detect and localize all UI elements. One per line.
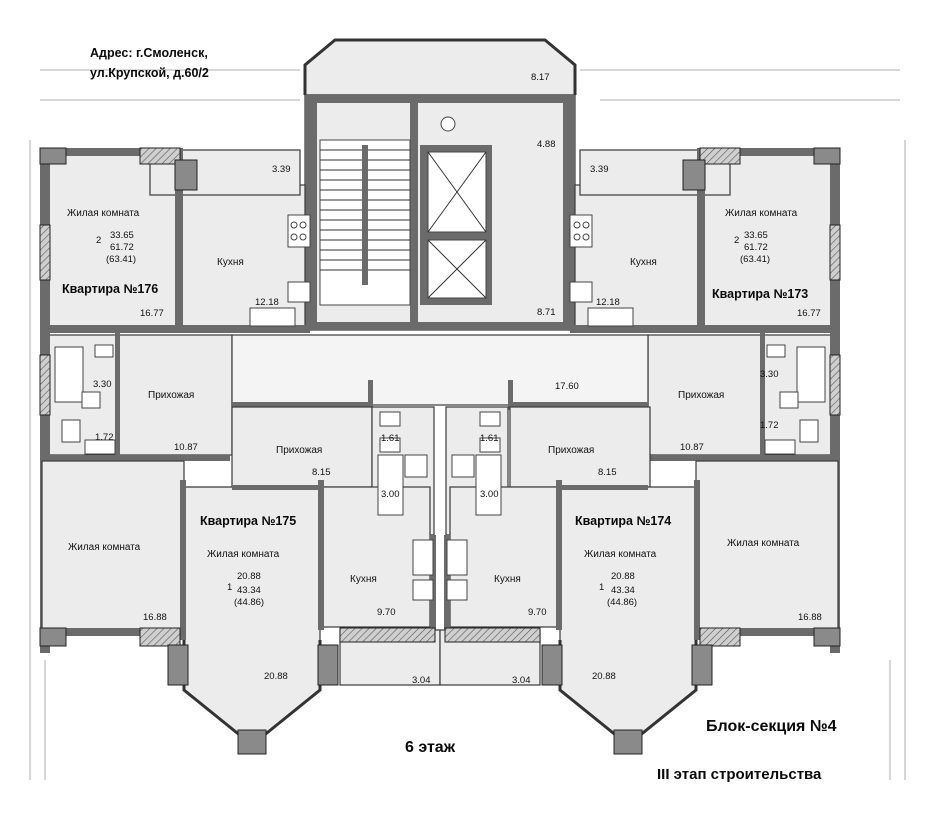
a176-living2-area: 16.88 bbox=[143, 612, 167, 623]
a174-wc-area: 1.61 bbox=[480, 433, 499, 444]
a174-kitchen-area: 9.70 bbox=[528, 607, 547, 618]
a175-room-area: 20.88 bbox=[264, 671, 288, 682]
a176-hall-area: 10.87 bbox=[174, 442, 198, 453]
a174-hall-area: 8.15 bbox=[598, 467, 617, 478]
a175-living-label: Жилая комната bbox=[207, 549, 280, 560]
a175-living-count: 1 bbox=[227, 582, 232, 593]
lobby-area: 8.71 bbox=[537, 307, 556, 318]
a175-loggia-area: 3.04 bbox=[412, 675, 431, 686]
a174-living-label: Жилая комната bbox=[584, 549, 657, 560]
a173-living-label: Жилая комната bbox=[725, 208, 798, 219]
lift-hall-area: 4.88 bbox=[537, 139, 556, 150]
a173-room-area: 16.77 bbox=[797, 308, 821, 319]
a176-living-area: 33.65 bbox=[110, 230, 134, 241]
a174-bath-area: 3.00 bbox=[480, 489, 499, 500]
a173-bath-area: 3.30 bbox=[760, 369, 779, 380]
stage-label: III этап строительства bbox=[657, 766, 822, 783]
a176-living-count: 2 bbox=[96, 235, 101, 246]
a176-kitchen-area: 12.18 bbox=[255, 297, 279, 308]
a174-total-area: 43.34 bbox=[611, 585, 635, 596]
a173-total-area-alt: (63.41) bbox=[740, 254, 770, 265]
a173-kitchen-label: Кухня bbox=[630, 257, 657, 268]
a175-total-area: 43.34 bbox=[237, 585, 261, 596]
stair-balcony-area: 8.17 bbox=[531, 72, 550, 83]
apartment-176 bbox=[39, 147, 311, 653]
apartment-175 bbox=[39, 406, 441, 755]
a174-hall-label: Прихожая bbox=[548, 445, 594, 456]
address-line-2: ул.Крупской, д.60/2 bbox=[90, 66, 209, 80]
a176-loggia-area: 3.39 bbox=[272, 164, 291, 175]
a175-wc-area: 1.61 bbox=[381, 433, 400, 444]
a175-living-area: 20.88 bbox=[237, 571, 261, 582]
a175-kitchen-area: 9.70 bbox=[377, 607, 396, 618]
a173-total-area: 61.72 bbox=[744, 242, 768, 253]
a175-hall-label: Прихожая bbox=[276, 445, 322, 456]
a173-hall-area: 10.87 bbox=[680, 442, 704, 453]
a174-living-count: 1 bbox=[599, 582, 604, 593]
corridor bbox=[231, 334, 649, 410]
block-label: Блок-секция №4 bbox=[706, 718, 837, 735]
apartment-174 bbox=[439, 406, 841, 755]
a176-living-label: Жилая комната bbox=[67, 208, 140, 219]
a173-living2-label: Жилая комната bbox=[727, 538, 800, 549]
a173-wc-area: 1.72 bbox=[760, 420, 779, 431]
a175-title: Квартира №175 bbox=[200, 514, 296, 528]
a174-kitchen-label: Кухня bbox=[494, 574, 521, 585]
a174-room-area: 20.88 bbox=[592, 671, 616, 682]
a176-hall-label: Прихожая bbox=[148, 390, 194, 401]
a174-title: Квартира №174 bbox=[575, 514, 671, 528]
a174-loggia-area: 3.04 bbox=[512, 675, 531, 686]
a175-total-area-alt: (44.86) bbox=[234, 597, 264, 608]
a173-hall-label: Прихожая bbox=[678, 390, 724, 401]
a176-living2-label: Жилая комната bbox=[68, 542, 141, 553]
a174-total-area-alt: (44.86) bbox=[607, 597, 637, 608]
a176-total-area: 61.72 bbox=[110, 242, 134, 253]
corridor-area: 17.60 bbox=[555, 381, 579, 392]
a176-kitchen-label: Кухня bbox=[217, 257, 244, 268]
stair-core bbox=[304, 94, 576, 331]
a175-hall-area: 8.15 bbox=[312, 467, 331, 478]
a173-loggia-area: 3.39 bbox=[590, 164, 609, 175]
apartment-173 bbox=[569, 147, 841, 653]
a174-living-area: 20.88 bbox=[611, 571, 635, 582]
a176-title: Квартира №176 bbox=[62, 282, 158, 296]
a173-living2-area: 16.88 bbox=[798, 612, 822, 623]
a176-total-area-alt: (63.41) bbox=[106, 254, 136, 265]
a173-kitchen-area: 12.18 bbox=[596, 297, 620, 308]
background-dimension-lines bbox=[29, 69, 906, 780]
a173-title: Квартира №173 bbox=[712, 287, 808, 301]
a175-kitchen-label: Кухня bbox=[350, 574, 377, 585]
address-line-1: Адрес: г.Смоленск, bbox=[90, 46, 208, 60]
a176-room-area: 16.77 bbox=[140, 308, 164, 319]
a173-living-count: 2 bbox=[734, 235, 739, 246]
stair-balcony bbox=[303, 38, 577, 96]
a176-wc-area: 1.72 bbox=[95, 432, 114, 443]
a176-bath-area: 3.30 bbox=[93, 379, 112, 390]
floor-label: 6 этаж bbox=[405, 739, 456, 756]
a175-bath-area: 3.00 bbox=[381, 489, 400, 500]
a173-living-area: 33.65 bbox=[744, 230, 768, 241]
